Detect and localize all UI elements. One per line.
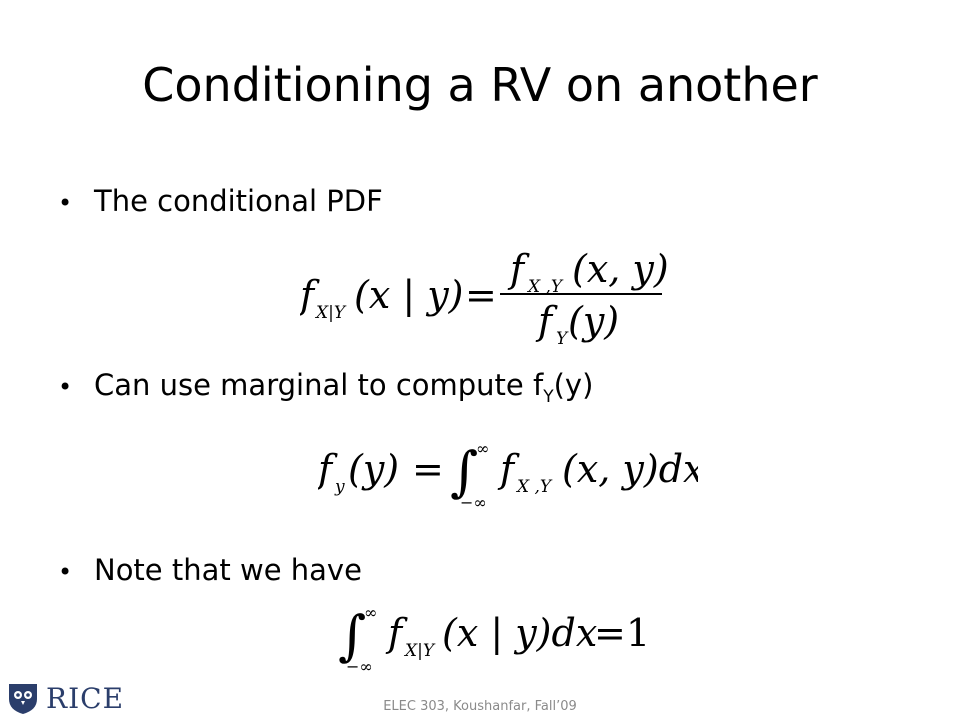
owl-shield-icon	[9, 684, 37, 714]
eq1-lhs-sub: X|Y	[314, 303, 347, 323]
equation-normalization: ∫ ∞ −∞ f X|Y (x | y)dx = 1	[334, 600, 674, 676]
integral-sign: ∫	[450, 440, 478, 503]
bullet-3-text: Note that we have	[94, 553, 362, 587]
bullet-dot: •	[58, 373, 73, 401]
logo-text: RICE	[46, 681, 125, 715]
eq1-den-sub: Y	[556, 329, 569, 349]
eq1-equals: =	[465, 273, 497, 317]
equation-conditional-pdf: f X|Y (x | y) = f X ,Y (x, y) f Y (y)	[300, 252, 680, 352]
equation-marginal: f y (y) = ∫ ∞ −∞ f X ,Y (x, y)dx	[318, 436, 698, 512]
bullet-dot: •	[58, 558, 73, 586]
bullet-3: • Note that we have	[58, 556, 362, 585]
eq1-den-f: f	[535, 299, 558, 343]
bullet-2-subscript: Y	[543, 386, 554, 407]
eq2-lhs-sub: y	[334, 477, 345, 497]
eq3-int-upper: ∞	[364, 603, 377, 622]
integral-sign: ∫	[338, 604, 366, 667]
slide-title: Conditioning a RV on another	[142, 58, 818, 112]
bullet-dot: •	[58, 189, 73, 217]
eq1-lhs-args: (x | y)	[354, 273, 464, 317]
bullet-1: • The conditional PDF	[58, 187, 383, 216]
eq3-args: (x | y)dx	[442, 611, 597, 655]
bullet-1-text: The conditional PDF	[94, 184, 383, 218]
slide-footer: ELEC 303, Koushanfar, Fall’09	[383, 699, 577, 714]
eq2-f-sub: X ,Y	[515, 477, 553, 497]
bullet-2: • Can use marginal to compute fY(y)	[58, 371, 593, 406]
eq1-num-f: f	[507, 252, 530, 291]
bullet-2-text-prefix: Can use marginal to compute f	[94, 368, 544, 402]
rice-logo: RICE	[6, 680, 124, 716]
eq1-num-sub: X ,Y	[526, 277, 564, 297]
eq2-lhs-args: (y)	[348, 447, 399, 491]
eq1-den-args: (y)	[568, 299, 619, 343]
eq2-equals: =	[412, 447, 444, 491]
eq3-rhs: 1	[626, 611, 650, 655]
eq3-f-sub: X|Y	[403, 641, 436, 661]
eq2-args: (x, y)dx	[562, 447, 698, 491]
eq2-int-lower: −∞	[460, 493, 487, 512]
eq2-int-upper: ∞	[476, 439, 489, 458]
eq3-int-lower: −∞	[346, 657, 373, 676]
bullet-2-text-suffix: (y)	[553, 368, 594, 402]
eq3-equals: =	[594, 611, 626, 655]
eq1-num-args: (x, y)	[572, 252, 669, 291]
